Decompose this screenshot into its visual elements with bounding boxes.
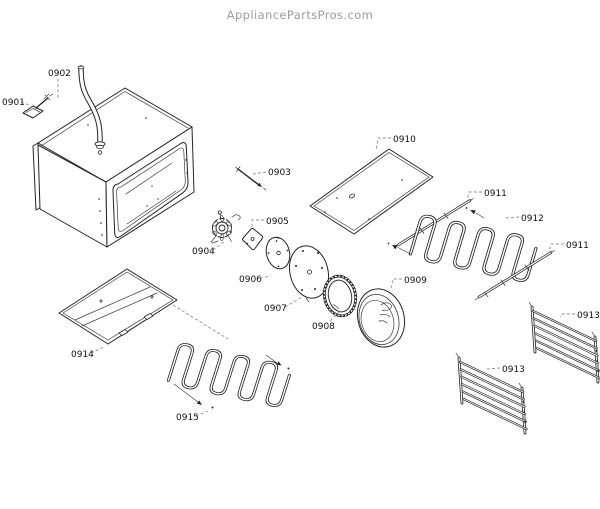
callout-0911-lower: 0911 [566,241,589,251]
callout-0913-upper: 0913 [577,311,600,321]
callout-0901: 0901 [2,98,25,108]
part-0915-bake-element [165,341,294,409]
callout-0914: 0914 [71,350,94,360]
part-0907-large-fan-disc [288,245,330,303]
part-0911-tubular-element-upper [392,197,485,250]
callout-0904: 0904 [192,247,215,257]
part-0903-screw [235,166,267,191]
callout-0911-upper: 0911 [484,189,507,199]
part-0910-baking-tray [309,148,434,235]
callout-0915: 0915 [176,413,199,423]
callout-0912: 0912 [521,214,544,224]
part-0901-clip-and-screw [22,93,53,119]
callout-0903: 0903 [268,168,291,178]
callout-0908: 0908 [312,322,335,332]
callout-labels: 0901 0902 0903 0904 0905 0906 0907 0908 … [2,69,600,423]
part-0904-fan-motor [210,210,241,244]
callout-0902: 0902 [48,69,71,79]
part-0912-broil-element [387,213,541,284]
part-0914-bottom-panel [58,268,229,345]
part-0905-mounting-plate [242,227,264,251]
callout-0905: 0905 [266,217,289,227]
part-0911-tubular-element-lower [473,249,556,302]
leader-lines [20,79,575,417]
callout-0913-lower: 0913 [502,365,525,375]
callout-0906: 0906 [239,275,262,285]
callout-0907: 0907 [264,304,287,314]
part-0909-fan-cover [356,288,406,348]
part-0902-vent-tube [77,65,106,155]
part-0908-ring-gasket [322,274,358,318]
callout-0909: 0909 [404,276,427,286]
part-0906-small-fan-disc [265,236,291,270]
site-watermark: AppliancePartsPros.com [226,8,374,22]
callout-0910: 0910 [393,135,416,145]
oven-cavity-box [32,87,195,248]
